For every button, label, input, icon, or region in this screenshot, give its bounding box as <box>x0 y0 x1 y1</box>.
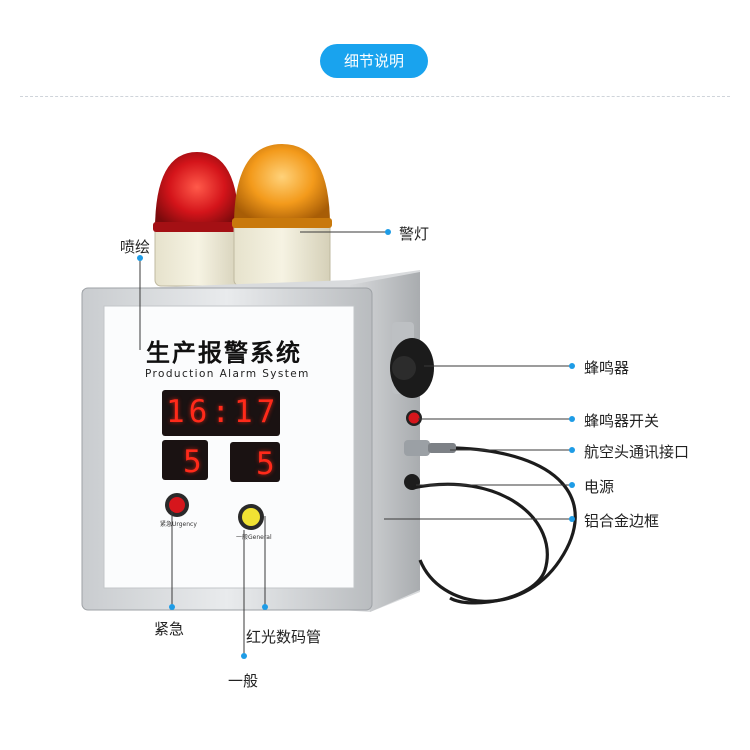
led-right-counter: 5 <box>256 446 275 482</box>
alarm-box <box>81 270 456 612</box>
callout-red-digital-tube: 红光数码管 <box>246 628 322 646</box>
callout-general: 一般 <box>228 672 259 690</box>
callout-buzzer: 蜂鸣器 <box>584 359 630 377</box>
cables <box>411 446 577 605</box>
led-time-display: 16:17 <box>166 394 280 430</box>
header-divider <box>20 96 730 97</box>
callout-dots <box>137 229 575 659</box>
led-left-counter: 5 <box>183 444 202 480</box>
callout-aviation-connector: 航空头通讯接口 <box>584 443 690 461</box>
callout-warning-light: 警灯 <box>399 225 430 243</box>
panel-subtitle: Production Alarm System <box>145 368 310 380</box>
callout-urgent: 紧急 <box>154 620 185 638</box>
callout-lines <box>139 231 572 656</box>
panel-title: 生产报警系统 <box>146 339 302 367</box>
callout-spray-paint: 喷绘 <box>120 238 151 256</box>
warning-beacons <box>153 144 332 287</box>
callout-buzzer-switch: 蜂鸣器开关 <box>584 412 660 430</box>
general-button-label: 一般General <box>236 534 272 541</box>
callout-aluminum-frame: 铝合金边框 <box>584 512 660 530</box>
section-badge: 细节说明 <box>320 44 428 78</box>
urgent-button-label: 紧急Urgency <box>160 521 197 528</box>
callout-power: 电源 <box>584 478 615 496</box>
